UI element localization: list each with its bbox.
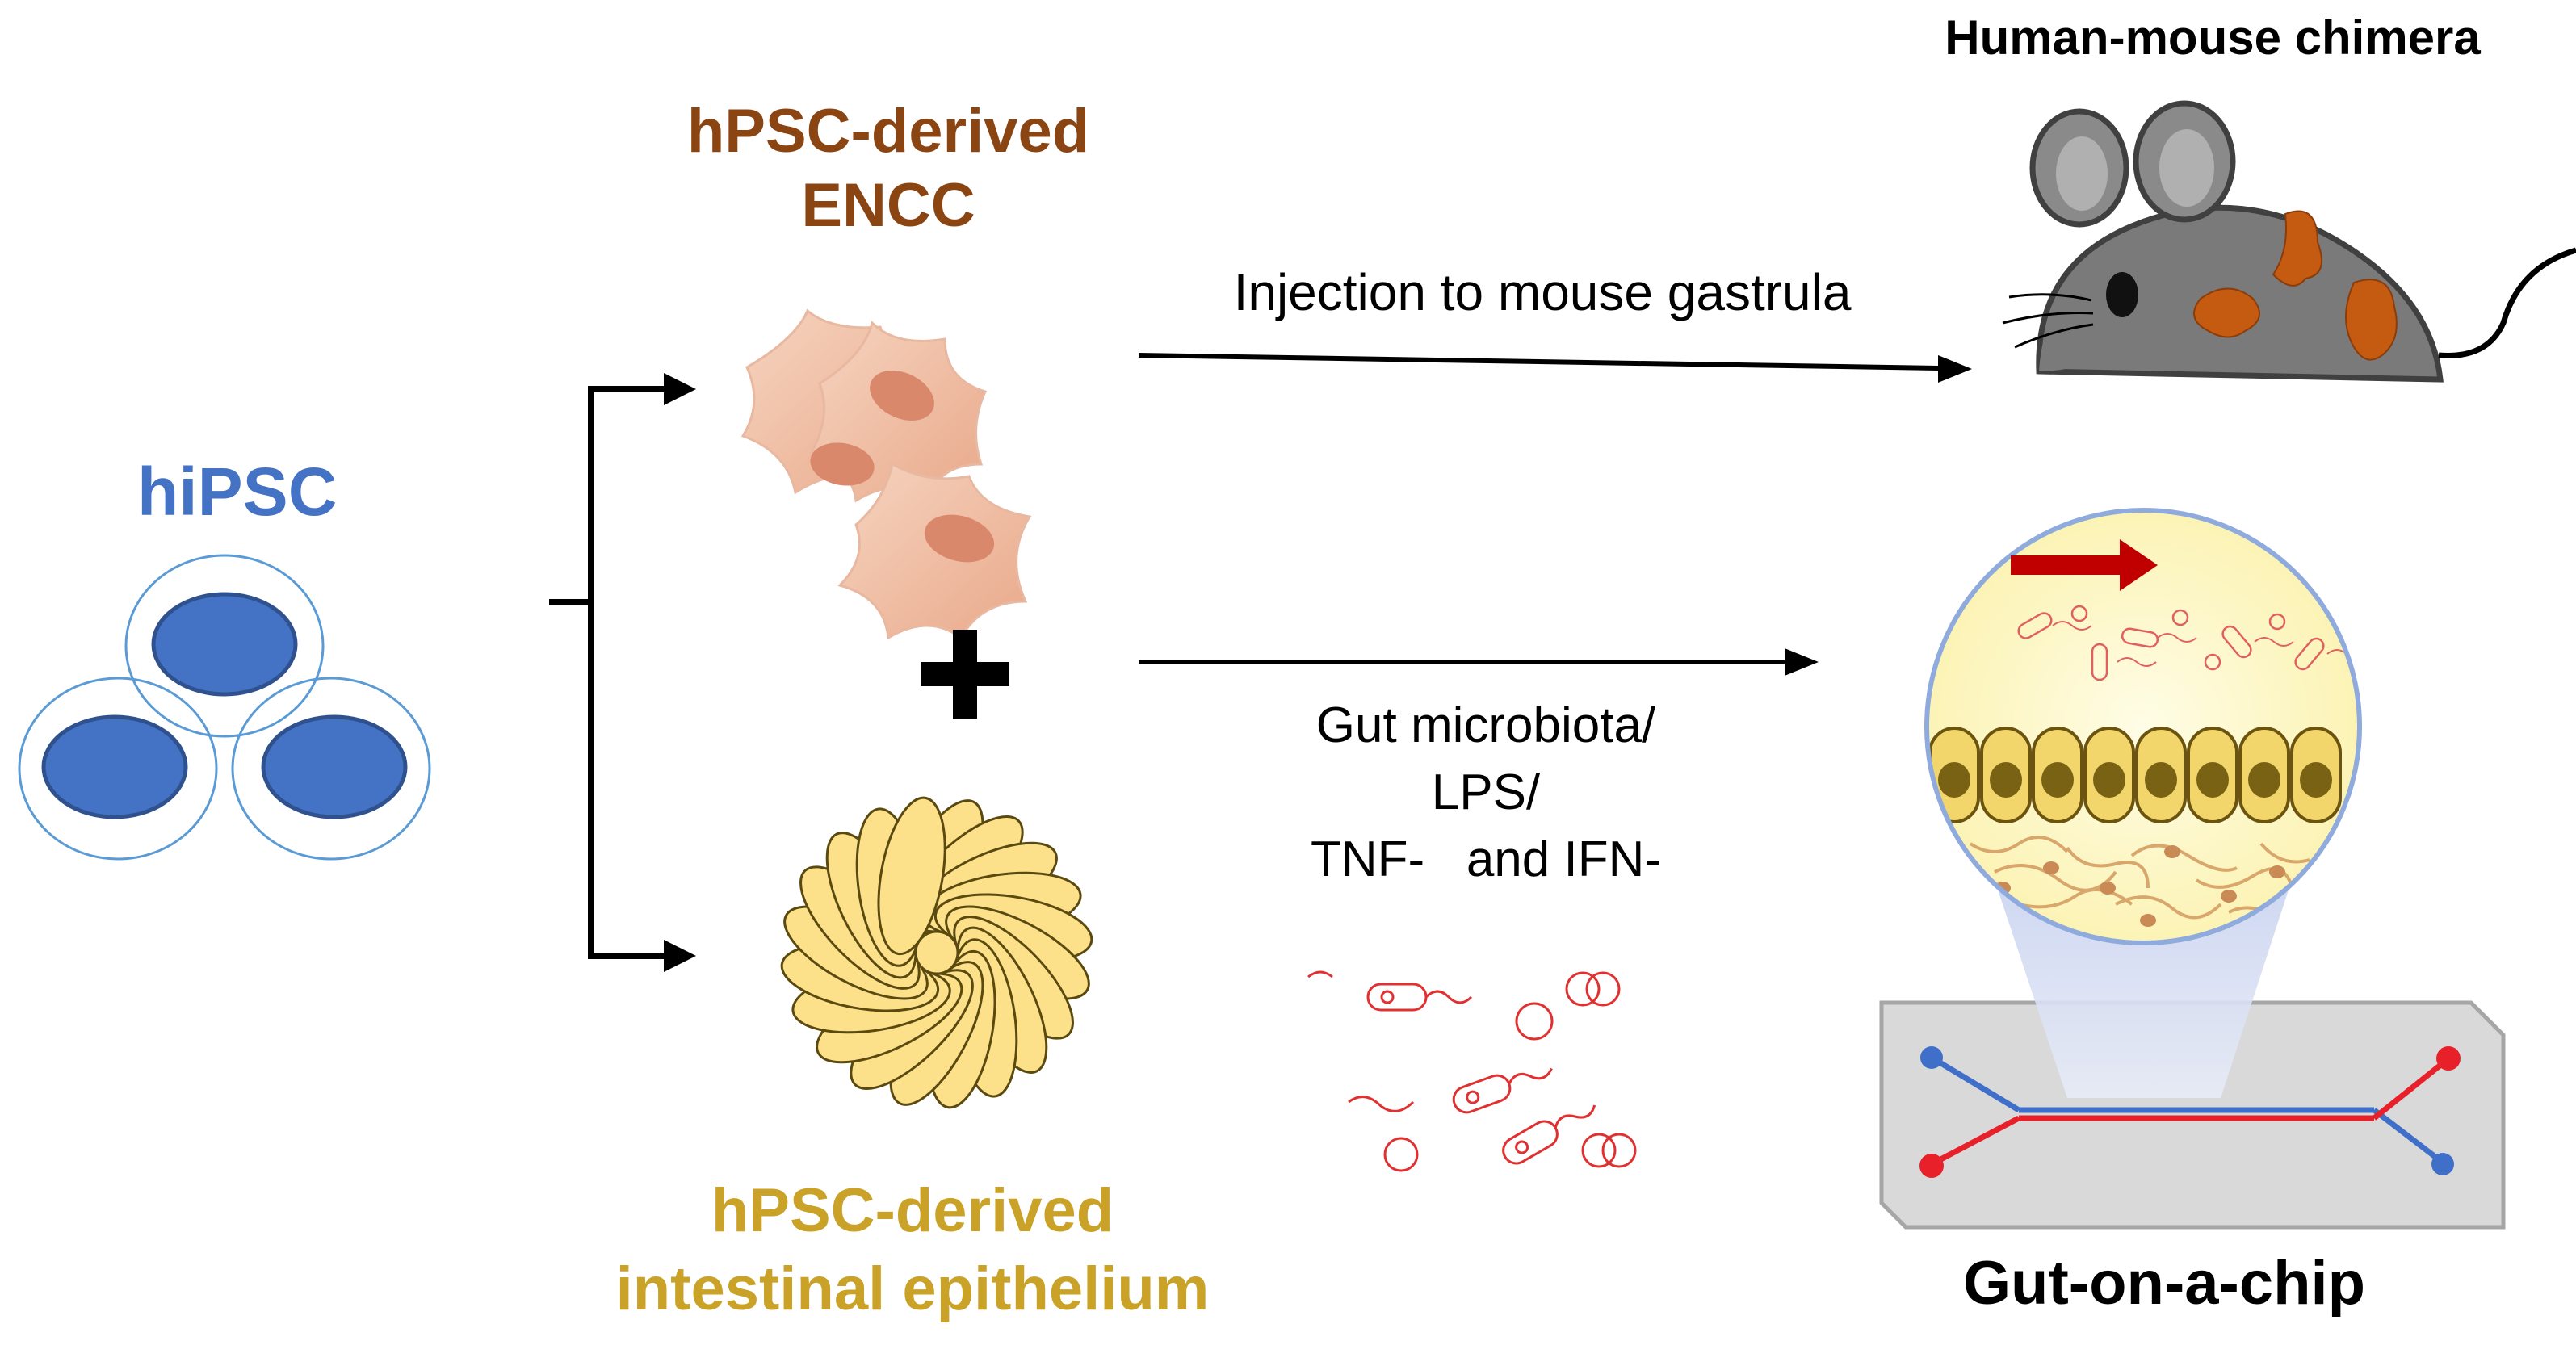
organoid: [780, 796, 1093, 1109]
encc-cells: [740, 308, 1032, 640]
flow-arrow-icon: [2011, 539, 2158, 591]
encc-label-line2: ENCC: [801, 171, 975, 240]
stimulus-label-line3: TNF- and IFN-: [1310, 832, 1662, 887]
arrow-to-encc: [664, 373, 696, 405]
stimulus-label-line2: LPS/: [1431, 765, 1541, 820]
bacteria-cluster: [1307, 970, 1637, 1172]
hipsc-label: hiPSC: [137, 454, 338, 530]
arrow-coculture: [1139, 648, 1819, 676]
stimulus-label-line1: Gut microbiota/: [1315, 698, 1656, 753]
epithelium-label-line1: hPSC-derived: [711, 1176, 1114, 1245]
branch-connector: [549, 386, 670, 959]
chimera-label: Human-mouse chimera: [1945, 10, 2481, 65]
encc-label-line1: hPSC-derived: [686, 97, 1090, 166]
epithelium-label-line2: intestinal epithelium: [615, 1255, 1210, 1323]
arrow-to-epithelium: [664, 940, 696, 972]
mouse-icon: [2002, 100, 2576, 383]
chip-label: Gut-on-a-chip: [1962, 1249, 2366, 1318]
chip-device: [1879, 880, 2506, 1230]
gut-magnified-view: [1924, 508, 2362, 945]
magnification-beam: [1995, 880, 2292, 1098]
arrow-injection: [1138, 353, 1972, 383]
hipsc-cells: [18, 554, 431, 861]
injection-label: Injection to mouse gastrula: [1233, 263, 1852, 321]
plus-icon: [921, 630, 1009, 719]
